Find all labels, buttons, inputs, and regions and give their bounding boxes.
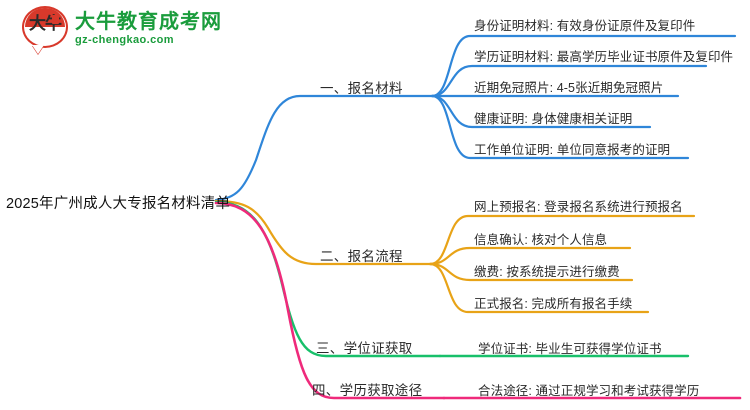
site-logo: 大牛 大牛教育成考网 gz-chengkao.com (22, 6, 222, 54)
leaf-label-1-5[interactable]: 工作单位证明: 单位同意报考的证明 (474, 143, 671, 157)
logo-title: 大牛教育成考网 (75, 10, 222, 33)
branch-label-4[interactable]: 四、学历获取途径 (312, 383, 423, 398)
leaf-label-2-2[interactable]: 信息确认: 核对个人信息 (474, 233, 608, 247)
wire-root-to-branch-1 (214, 94, 434, 202)
leaf-label-1-3[interactable]: 近期免冠照片: 4-5张近期免冠照片 (474, 81, 664, 95)
leaf-label-3-1[interactable]: 学位证书: 毕业生可获得学位证书 (478, 342, 662, 356)
logo-tail-shape (32, 45, 44, 54)
logo-badge-icon: 大牛 (22, 6, 68, 54)
logo-accent-dot (52, 15, 59, 24)
wire-branch-1-to-leaf-1 (430, 34, 737, 98)
mindmap-root-label[interactable]: 2025年广州成人大专报名材料清单 (6, 196, 231, 212)
leaf-label-2-3[interactable]: 缴费: 按系统提示进行缴费 (474, 265, 620, 279)
logo-subtitle: gz-chengkao.com (75, 33, 174, 46)
leaf-label-4-1[interactable]: 合法途径: 通过正规学习和考试获得学历 (478, 384, 700, 398)
wire-root-to-branch-3 (214, 200, 442, 358)
wire-branch-2-to-leaf-1 (428, 214, 696, 266)
wire-branch-2-to-leaf-4 (428, 262, 650, 314)
wire-branch-1-to-leaf-5 (430, 94, 690, 160)
leaf-label-2-4[interactable]: 正式报名: 完成所有报名手续 (474, 297, 633, 311)
branch-label-3[interactable]: 三、学位证获取 (316, 341, 413, 356)
leaf-label-2-1[interactable]: 网上预报名: 登录报名系统进行预报名 (474, 200, 683, 214)
logo-text-block: 大牛教育成考网 gz-chengkao.com (75, 11, 222, 47)
wire-root-to-branch-2 (214, 199, 432, 266)
branch-label-2[interactable]: 二、报名流程 (320, 249, 403, 264)
leaf-label-1-2[interactable]: 学历证明材料: 最高学历毕业证书原件及复印件 (474, 50, 734, 64)
branch-label-1[interactable]: 一、报名材料 (320, 81, 403, 96)
leaf-label-1-4[interactable]: 健康证明: 身体健康相关证明 (474, 112, 633, 126)
leaf-label-1-1[interactable]: 身份证明材料: 有效身份证原件及复印件 (474, 19, 696, 33)
wire-root-to-branch-4 (214, 201, 446, 400)
